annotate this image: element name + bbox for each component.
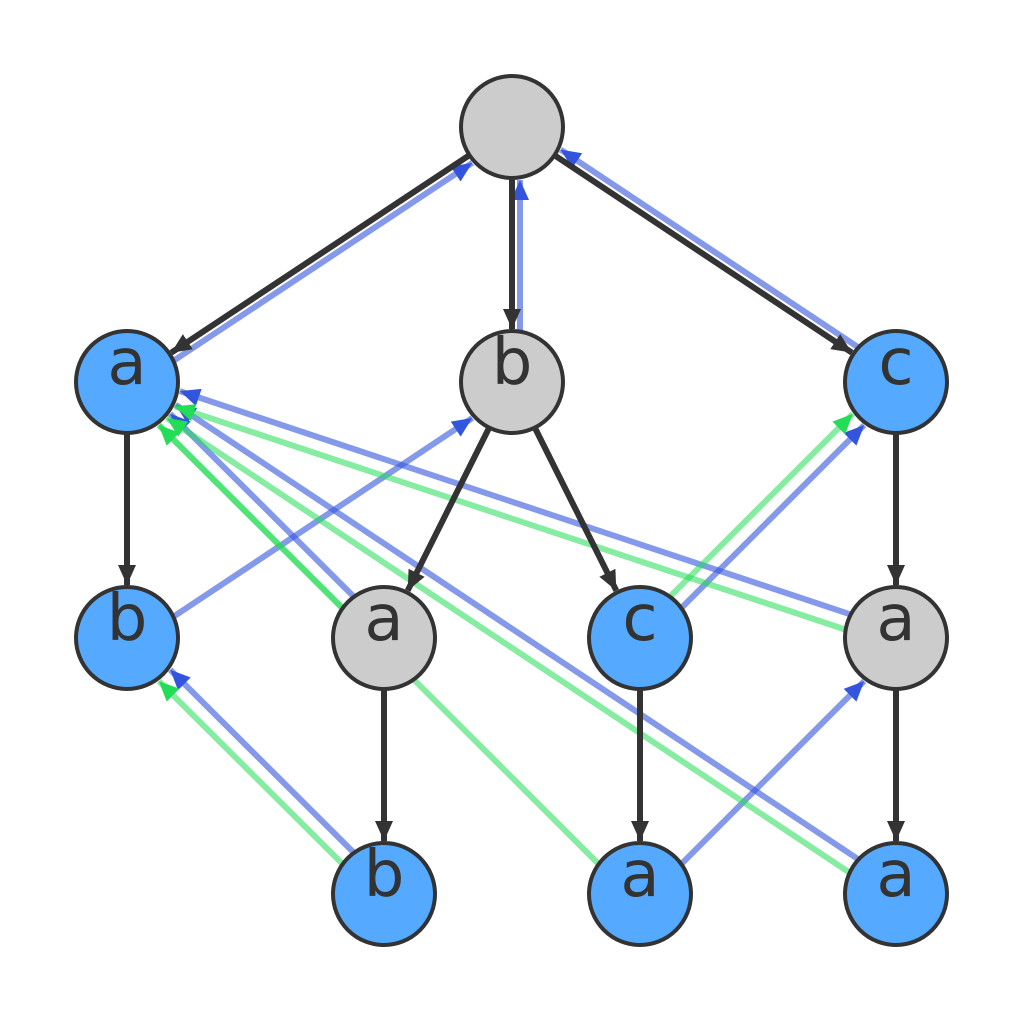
tree-edge-root-to-c	[552, 152, 854, 356]
node-label: a	[620, 838, 659, 912]
nodes-layer: a b c b a c a b a a	[74, 74, 949, 947]
trie-node-caa: a	[843, 838, 949, 947]
suffix-edge-ab-to-b	[172, 415, 474, 619]
suffix-edge-bab-to-ab	[168, 667, 356, 855]
node-label: c	[878, 326, 913, 400]
edges-layer	[118, 147, 905, 875]
node-label: a	[876, 838, 915, 912]
suffix-edge-ca-to-a	[178, 388, 852, 618]
node-label: b	[364, 838, 405, 912]
node-label: b	[492, 326, 533, 400]
trie-node-bc: c	[587, 582, 693, 691]
node-label: b	[107, 582, 148, 656]
tree-edge-root-to-a	[169, 152, 472, 356]
trie-node-c: c	[843, 326, 949, 435]
node-circle	[459, 329, 565, 435]
trie-node-root	[459, 74, 565, 180]
tree-edge-b-to-bc	[532, 426, 619, 592]
trie-node-ca: a	[843, 582, 949, 691]
trie-node-ba: a	[331, 582, 437, 691]
suffix-edge-caa-to-a	[173, 402, 860, 862]
node-circle	[74, 585, 180, 691]
suffix-edge-c-to-root	[558, 147, 860, 350]
node-circle	[459, 74, 565, 180]
node-label: c	[622, 582, 657, 656]
suffix-edge-bca-to-ca	[679, 679, 867, 866]
node-circle	[843, 329, 949, 435]
node-label: a	[364, 582, 403, 656]
trie-node-bca: a	[587, 838, 693, 947]
output-edge-bc-to-c	[668, 411, 855, 599]
trie-node-bab: b	[331, 838, 437, 947]
node-circle	[74, 329, 180, 435]
suffix-edge-bc-to-c	[679, 423, 867, 610]
node-label: a	[107, 326, 146, 400]
suffix-edge-a-to-root	[172, 160, 474, 364]
node-circle	[587, 841, 693, 947]
node-circle	[587, 585, 693, 691]
node-circle	[331, 585, 437, 691]
output-edge-bab-to-ab	[156, 678, 345, 866]
node-circle	[331, 841, 437, 947]
node-label: a	[876, 582, 915, 656]
node-circle	[843, 841, 949, 947]
trie-node-a: a	[74, 326, 180, 435]
trie-node-b: b	[459, 326, 565, 435]
output-edge-caa-to-a	[165, 415, 851, 875]
output-edge-ca-to-a	[173, 403, 847, 633]
tree-edge-b-to-ba	[405, 426, 492, 592]
node-circle	[843, 585, 949, 691]
trie-node-ab: b	[74, 582, 180, 691]
